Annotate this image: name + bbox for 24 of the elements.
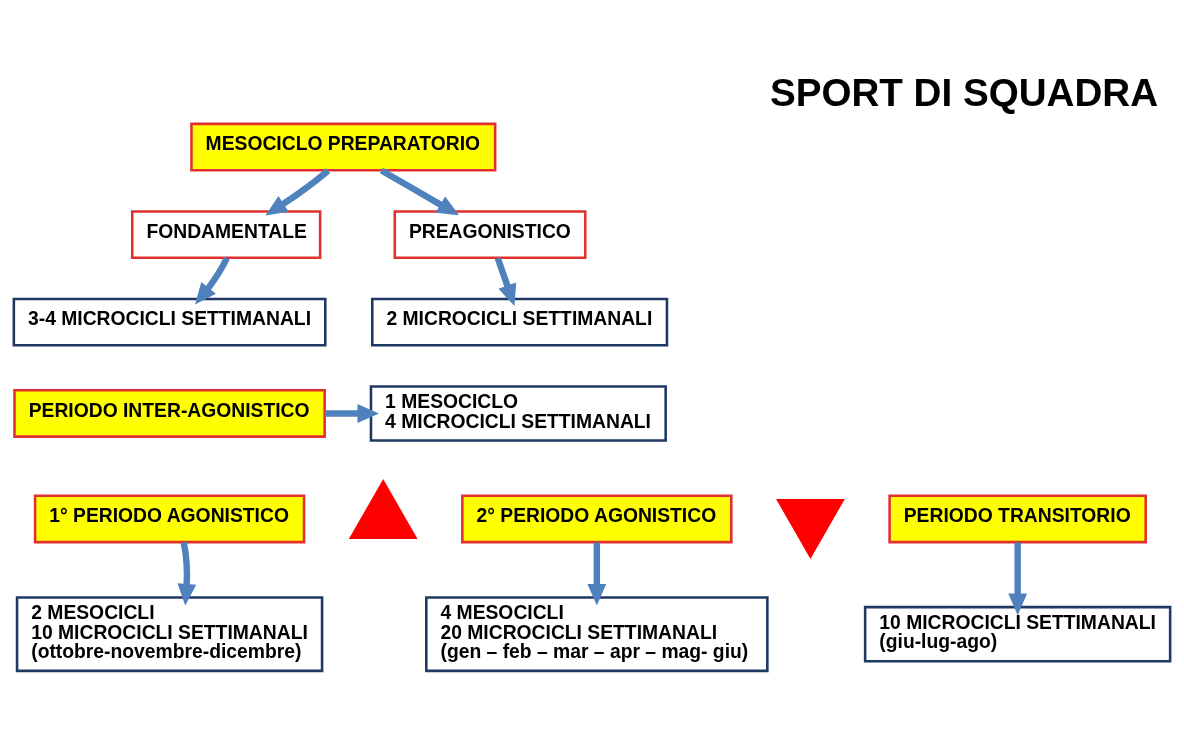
node-box: 2 MICROCICLI SETTIMANALI: [370, 297, 669, 347]
node-box: 1 MESOCICLO 4 MICROCICLI SETTIMANALI: [369, 385, 667, 442]
arrow: [587, 542, 607, 606]
diagram-title: SPORT DI SQUADRA: [769, 70, 1159, 114]
node-box: PERIODO INTER-AGONISTICO: [13, 389, 326, 438]
node-box: 1° PERIODO AGONISTICO: [33, 494, 306, 544]
node-box: 2° PERIODO AGONISTICO: [461, 494, 733, 544]
arrow: [177, 541, 197, 606]
node-triangle: [348, 479, 418, 539]
node-box: 10 MICROCICLI SETTIMANALI (giu-lug-ago): [863, 605, 1172, 663]
node-box: 4 MESOCICLI 20 MICROCICLI SETTIMANALI (gen – feb – mar – apr – mag- giu): [425, 596, 769, 673]
node-box: 2 MESOCICLI 10 MICROCICLI SETTIMANALI (ottobre-novembre-dicembre): [15, 596, 324, 673]
arrow: [195, 256, 230, 305]
node-triangle: [776, 499, 845, 559]
arrow: [1008, 542, 1028, 616]
node-box: FONDAMENTALE: [130, 210, 322, 260]
node-box: PREAGONISTICO: [393, 210, 587, 260]
arrow: [265, 168, 331, 216]
arrow: [494, 257, 517, 306]
node-box: PERIODO TRANSITORIO: [888, 494, 1147, 544]
arrow: [379, 167, 459, 216]
arrow: [324, 404, 379, 423]
node-box: 3-4 MICROCICLI SETTIMANALI: [12, 297, 327, 347]
node-box: MESOCICLO PREPARATORIO: [190, 122, 497, 172]
